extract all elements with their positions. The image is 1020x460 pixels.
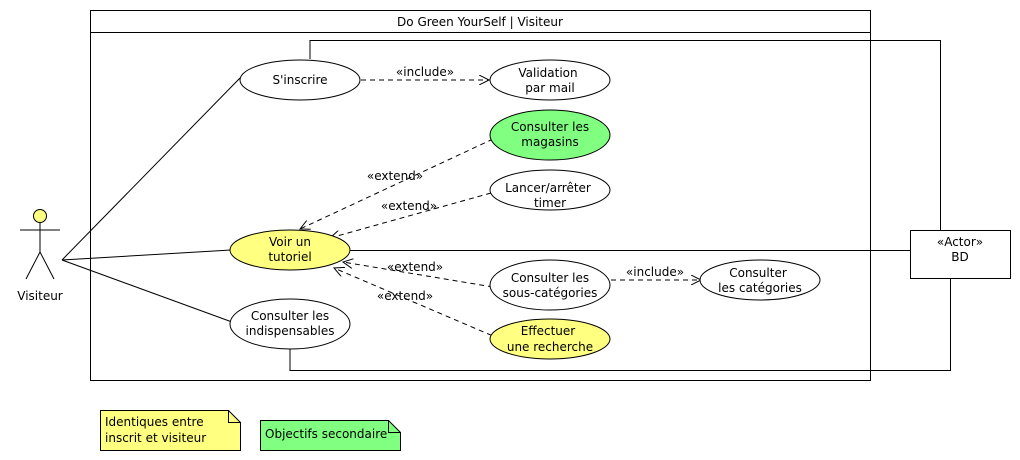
note-secondaires-line-1: Objectifs secondaire xyxy=(265,427,387,441)
use-case-recherche-label-1: Effectuer xyxy=(521,324,576,338)
visiteur-actor-right-leg xyxy=(39,251,55,280)
note-identiques-line-1: Identiques entre xyxy=(105,415,204,429)
include-label-categories: «include» xyxy=(626,265,684,279)
use-case-tutoriel-shape xyxy=(229,229,351,271)
use-case-timer-label-2: timer xyxy=(534,196,566,210)
bd-actor-box[interactable] xyxy=(910,230,1011,279)
use-case-timer[interactable]: Lancer/arrêter timer xyxy=(489,169,611,211)
association-visiteur-sinscrire xyxy=(61,77,241,261)
extend-timer-tutoriel xyxy=(330,192,492,238)
include-label-validation: «include» xyxy=(396,65,454,79)
use-case-sinscrire-shape xyxy=(239,59,361,101)
use-case-categories[interactable]: Consulter les catégories xyxy=(699,259,821,301)
use-case-sous-categories[interactable]: Consulter les sous-catégories xyxy=(489,259,611,311)
note-identiques-line-2: inscrit et visiteur xyxy=(105,431,206,445)
note-secondaires[interactable]: Objectifs secondaire xyxy=(260,420,401,451)
note-identiques[interactable]: Identiques entre inscrit et visiteur xyxy=(100,410,241,451)
use-case-sous-categories-label-2: sous-catégories xyxy=(503,286,598,300)
use-case-validation-label-2: par mail xyxy=(525,81,574,95)
note-identiques-fold xyxy=(228,410,241,423)
association-sinscrire-bd xyxy=(309,40,941,230)
extend-souscategories-tutoriel xyxy=(343,262,494,288)
use-case-indispensables-label-2: indispensables xyxy=(246,324,335,338)
note-secondaires-fold xyxy=(388,420,401,433)
bd-actor-label: BD xyxy=(951,250,968,264)
extend-label-timer: «extend» xyxy=(381,199,437,213)
use-case-recherche[interactable]: Effectuer une recherche xyxy=(489,318,611,360)
use-case-validation-label-1: Validation xyxy=(518,66,577,80)
use-case-magasins[interactable]: Consulter les magasins xyxy=(489,109,611,161)
use-case-sinscrire-label: S'inscrire xyxy=(272,73,327,87)
visiteur-actor-head xyxy=(33,209,47,223)
use-case-magasins-label-2: magasins xyxy=(521,135,578,149)
use-case-magasins-shape xyxy=(489,109,611,161)
use-case-validation-shape xyxy=(489,59,611,101)
association-visiteur-indispensables xyxy=(61,259,233,323)
use-case-timer-label-1: Lancer/arrêter xyxy=(505,181,591,195)
use-case-validation[interactable]: Validation par mail xyxy=(489,59,611,101)
visiteur-actor-left-leg xyxy=(25,251,41,280)
use-case-categories-label-1: Consulter xyxy=(729,266,787,280)
use-case-sinscrire[interactable]: S'inscrire xyxy=(239,59,361,101)
use-case-tutoriel[interactable]: Voir un tutoriel xyxy=(229,229,351,271)
extend-label-recherche: «extend» xyxy=(377,289,433,303)
association-indispensables-bd xyxy=(289,279,951,371)
use-case-indispensables-label-1: Consulter les xyxy=(251,309,329,323)
use-case-indispensables-shape xyxy=(229,298,351,350)
extend-label-souscategories: «extend» xyxy=(387,260,443,274)
use-case-recherche-label-2: une recherche xyxy=(507,340,593,354)
visiteur-actor[interactable]: Visiteur xyxy=(17,209,63,304)
system-title: Do Green YourSelf | Visiteur xyxy=(397,15,563,29)
use-case-timer-shape xyxy=(489,169,611,211)
use-case-categories-shape xyxy=(699,259,821,301)
use-case-tutoriel-label-2: tutoriel xyxy=(268,250,311,264)
extend-label-magasins: «extend» xyxy=(367,169,423,183)
use-case-indispensables[interactable]: Consulter les indispensables xyxy=(229,298,351,350)
use-case-recherche-shape xyxy=(489,318,611,360)
note-identiques-shape xyxy=(100,410,241,451)
bd-actor-stereotype: «Actor» xyxy=(937,235,983,249)
extend-recherche-tutoriel xyxy=(334,268,501,340)
use-case-sous-categories-label-1: Consulter les xyxy=(511,271,589,285)
association-visiteur-tutoriel xyxy=(61,249,232,261)
visiteur-actor-label: Visiteur xyxy=(17,289,63,303)
use-case-categories-label-2: les catégories xyxy=(718,281,802,295)
note-secondaires-shape xyxy=(260,420,401,451)
use-case-magasins-label-1: Consulter les xyxy=(511,120,589,134)
use-case-tutoriel-label-1: Voir un xyxy=(269,235,311,249)
use-case-sous-categories-shape xyxy=(489,259,611,311)
